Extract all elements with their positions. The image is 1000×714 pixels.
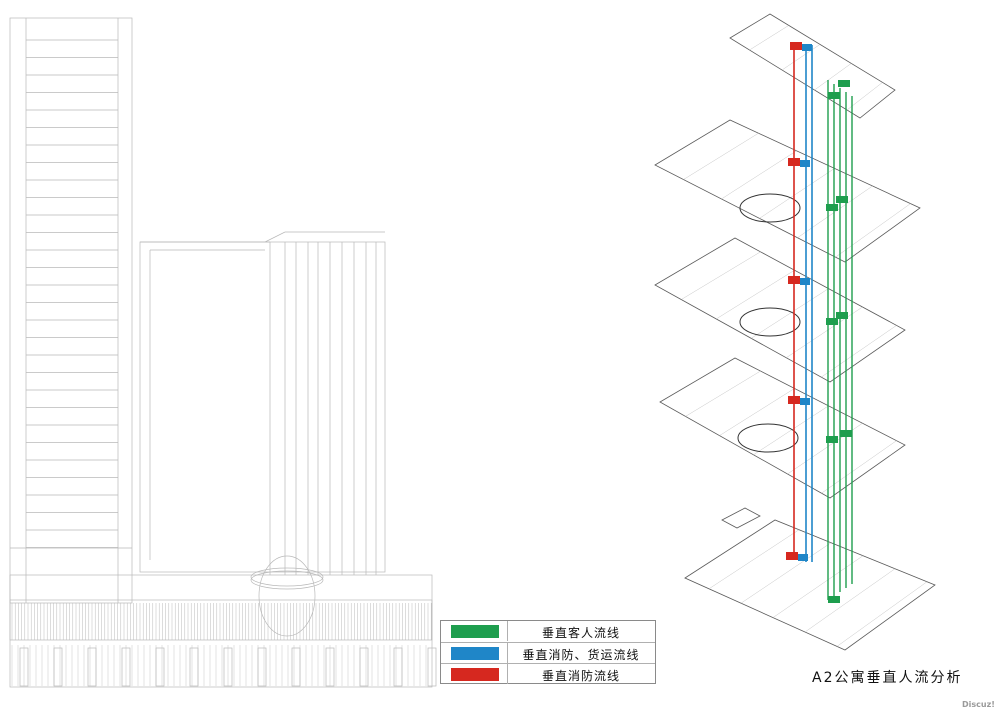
legend-label-fire: 垂直消防流线 <box>541 669 620 683</box>
legend-label-guest: 垂直客人流线 <box>541 626 620 640</box>
legend-item-guest: 垂直客人流线 <box>441 621 655 641</box>
legend-swatch-fire-freight <box>451 647 499 660</box>
legend-item-fire-freight: 垂直消防、货运流线 <box>441 642 655 663</box>
mid-block <box>139 231 386 575</box>
legend-swatch-guest <box>451 625 499 638</box>
legend-item-fire: 垂直消防流线 <box>441 663 655 684</box>
legend: 垂直客人流线 垂直消防、货运流线 垂直消防流线 <box>440 620 656 684</box>
legend-label-fire-freight: 垂直消防、货运流线 <box>522 648 640 662</box>
page-title: A2公寓垂直人流分析 <box>812 670 963 686</box>
legend-swatch-fire <box>451 668 499 681</box>
exploded-axonometric <box>654 13 936 651</box>
podium <box>9 555 437 688</box>
watermark: Discuz! <box>962 700 995 709</box>
tall-tower <box>9 17 133 604</box>
building-elevation <box>9 17 437 688</box>
